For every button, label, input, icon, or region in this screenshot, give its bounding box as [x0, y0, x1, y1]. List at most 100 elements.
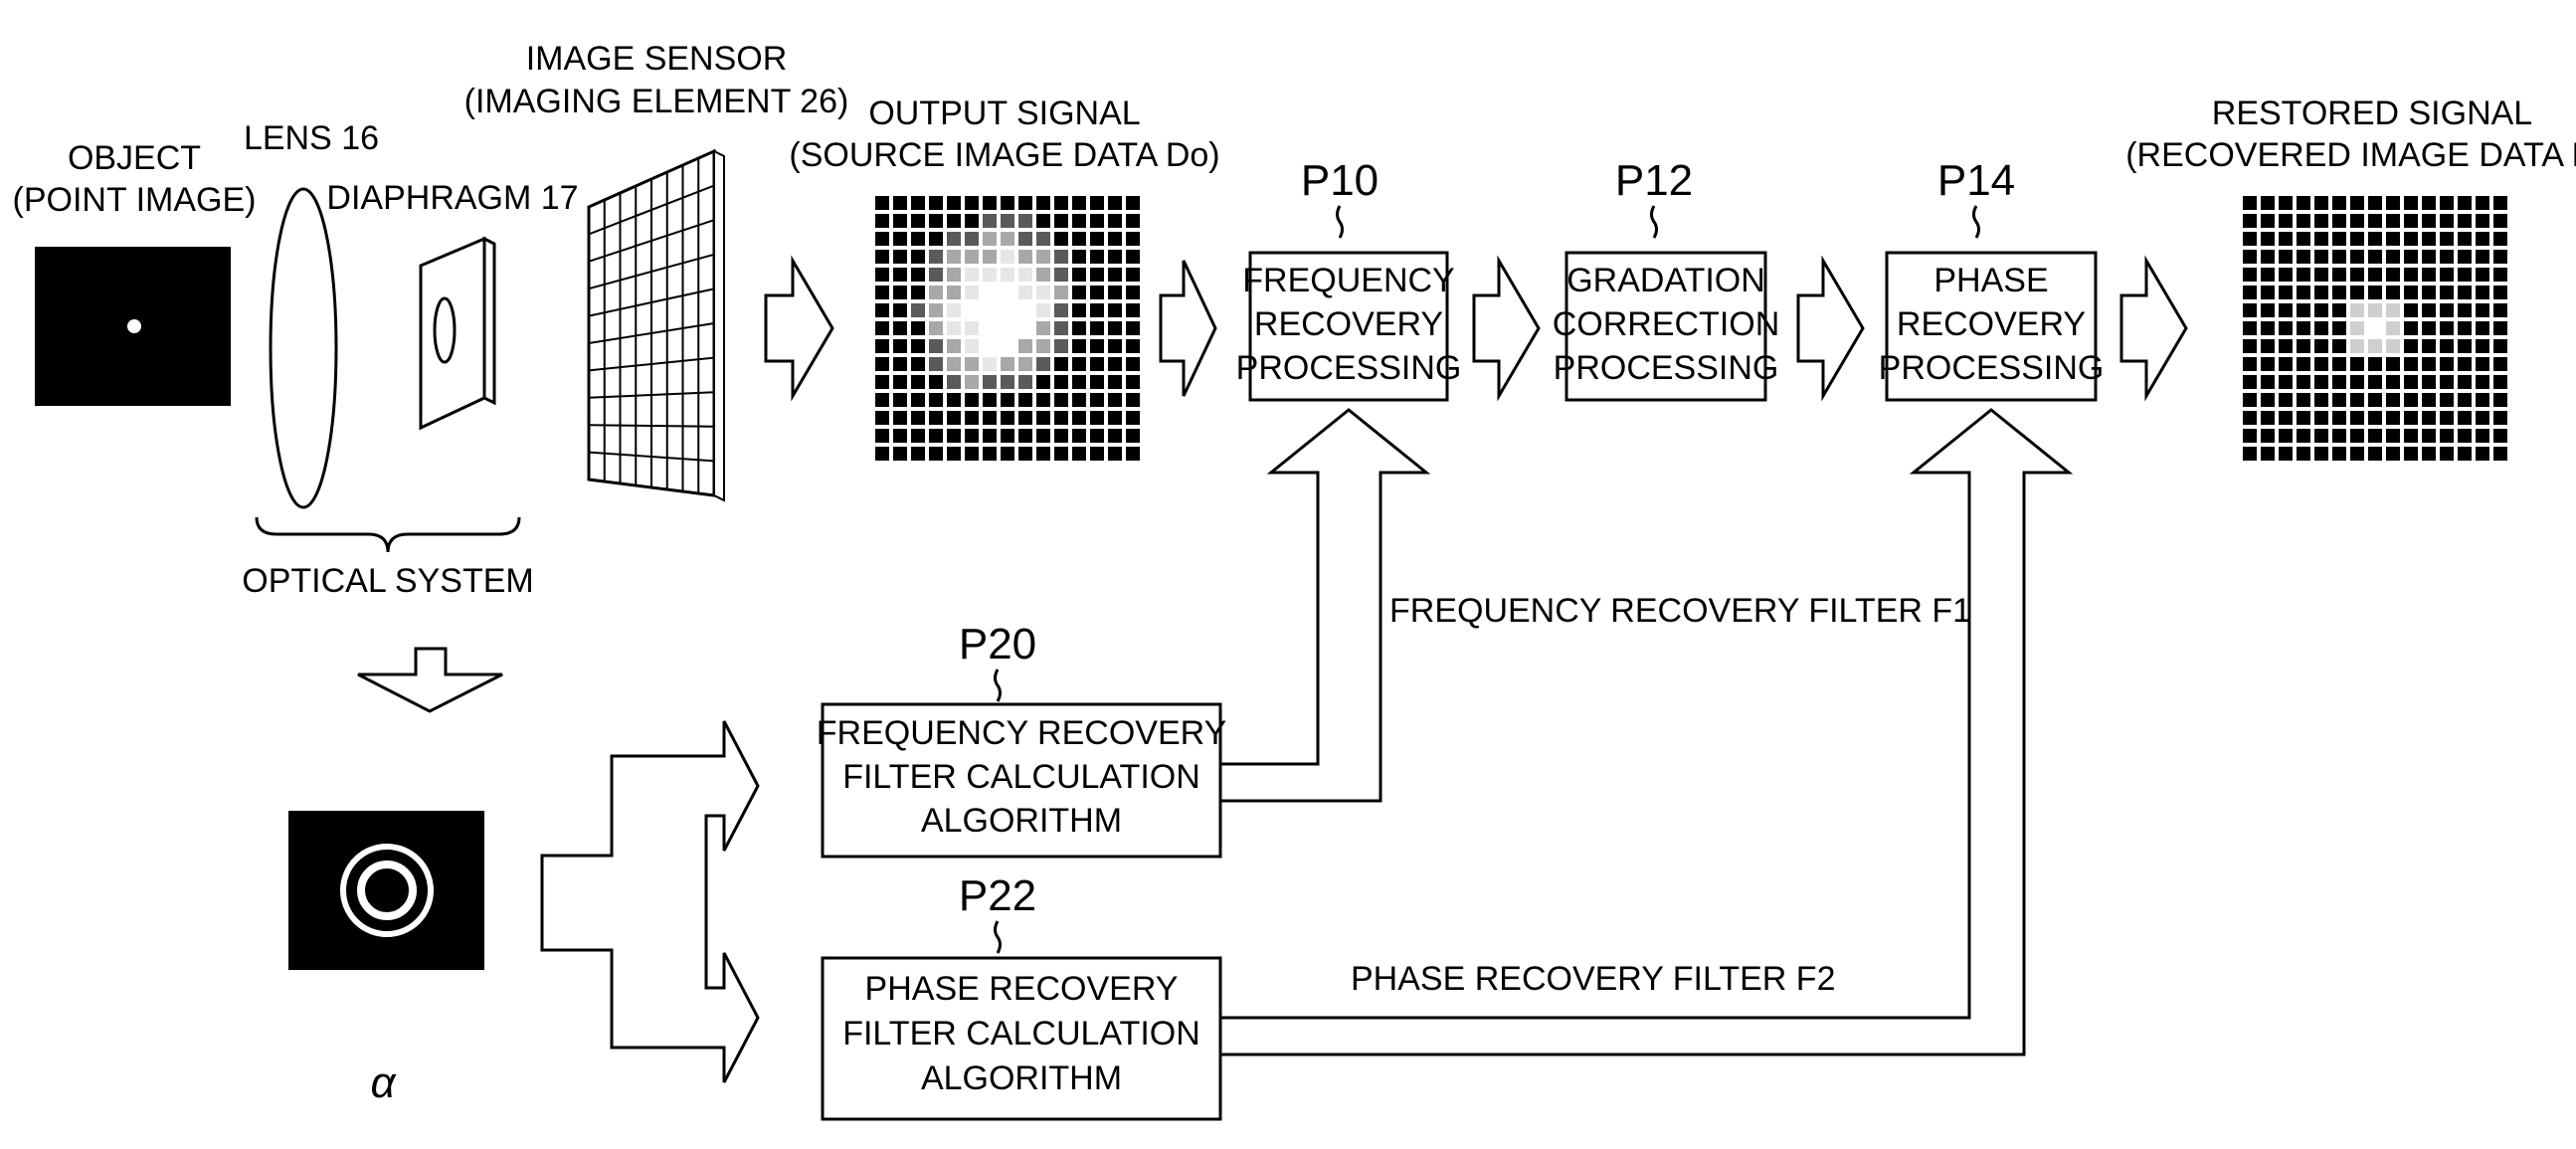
output-pixel — [1108, 232, 1122, 246]
output-pixel — [1108, 411, 1122, 425]
restored-pixel — [2476, 250, 2489, 264]
output-pixel — [893, 447, 907, 461]
output-pixel — [911, 429, 925, 443]
restored-pixel — [2476, 357, 2489, 371]
restored-pixel — [2368, 214, 2382, 228]
output-pixel — [1108, 447, 1122, 461]
restored-pixel — [2386, 357, 2400, 371]
output-pixel — [1018, 286, 1032, 299]
output-pixel — [875, 196, 889, 210]
output-pixel — [875, 214, 889, 228]
restored-pixel — [2476, 429, 2489, 443]
output-pixel — [965, 250, 979, 264]
restored-pixel — [2404, 232, 2418, 246]
restored-pixel — [2279, 393, 2293, 407]
output-pixel — [1072, 196, 1086, 210]
output-pixel — [1018, 447, 1032, 461]
restored-pixel — [2350, 357, 2364, 371]
restored-pixel — [2243, 196, 2257, 210]
output-pixel — [947, 375, 961, 389]
restored-pixel — [2261, 214, 2275, 228]
output-pixel — [1001, 214, 1014, 228]
restored-pixel — [2314, 286, 2328, 299]
psf-alpha-label: α — [370, 1058, 397, 1107]
p22-leader — [996, 921, 1001, 953]
restored-signal-title-line2: (RECOVERED IMAGE DATA Dr) — [2125, 136, 2576, 174]
restored-pixel — [2440, 339, 2454, 353]
output-pixel — [911, 393, 925, 407]
output-pixel — [965, 357, 979, 371]
output-pixel — [1054, 357, 1068, 371]
output-pixel — [1108, 339, 1122, 353]
restored-pixel — [2476, 375, 2489, 389]
restored-pixel — [2350, 250, 2364, 264]
arrow-sensor-to-output — [766, 261, 832, 396]
restored-pixel — [2279, 411, 2293, 425]
output-pixel — [947, 232, 961, 246]
output-pixel — [1090, 214, 1104, 228]
output-pixel — [1090, 357, 1104, 371]
p22-text-line2: FILTER CALCULATION — [842, 1015, 1200, 1053]
output-pixel — [947, 411, 961, 425]
restored-pixel — [2422, 196, 2436, 210]
output-pixel — [1036, 357, 1050, 371]
output-pixel — [1054, 321, 1068, 335]
output-pixel — [965, 411, 979, 425]
restored-pixel — [2368, 286, 2382, 299]
output-pixel — [911, 321, 925, 335]
output-pixel — [1018, 303, 1032, 317]
output-pixel — [965, 303, 979, 317]
output-pixel — [965, 447, 979, 461]
output-pixel — [911, 250, 925, 264]
output-signal-title-line1: OUTPUT SIGNAL — [868, 95, 1140, 132]
restored-pixel — [2386, 286, 2400, 299]
output-pixel — [1108, 303, 1122, 317]
output-pixel — [1001, 268, 1014, 282]
output-pixel — [1108, 357, 1122, 371]
output-pixel — [893, 411, 907, 425]
restored-pixel — [2243, 411, 2257, 425]
restored-pixel — [2297, 250, 2310, 264]
output-pixel — [1054, 268, 1068, 282]
output-pixel — [1001, 232, 1014, 246]
restored-pixel — [2404, 447, 2418, 461]
output-pixel — [893, 196, 907, 210]
restored-pixel — [2386, 393, 2400, 407]
restored-pixel — [2422, 286, 2436, 299]
output-pixel — [1054, 214, 1068, 228]
output-pixel — [875, 339, 889, 353]
output-pixel — [911, 196, 925, 210]
restored-pixel — [2297, 357, 2310, 371]
output-pixel — [911, 357, 925, 371]
output-pixel — [875, 250, 889, 264]
restored-pixel — [2422, 339, 2436, 353]
sensor-edge — [714, 151, 724, 500]
output-pixel — [893, 268, 907, 282]
restored-pixel — [2476, 303, 2489, 317]
output-pixel — [983, 286, 997, 299]
output-pixel — [929, 250, 943, 264]
output-pixel — [893, 303, 907, 317]
restored-pixel — [2350, 303, 2364, 317]
restored-pixel — [2368, 393, 2382, 407]
restored-pixel — [2332, 357, 2346, 371]
restored-pixel — [2404, 375, 2418, 389]
restored-pixel — [2493, 286, 2507, 299]
restored-pixel — [2261, 321, 2275, 335]
output-pixel — [911, 375, 925, 389]
restored-pixel — [2476, 286, 2489, 299]
output-pixel — [947, 303, 961, 317]
restored-pixel — [2440, 411, 2454, 425]
output-pixel — [893, 321, 907, 335]
p10-text-line1: FREQUENCY — [1242, 262, 1454, 299]
restored-pixel — [2297, 268, 2310, 282]
restored-pixel — [2440, 375, 2454, 389]
restored-pixel — [2476, 339, 2489, 353]
output-pixel — [1072, 232, 1086, 246]
output-pixel — [1090, 268, 1104, 282]
restored-pixel — [2368, 411, 2382, 425]
restored-pixel — [2350, 447, 2364, 461]
restored-pixel — [2243, 321, 2257, 335]
p14-leader — [1974, 206, 1979, 238]
restored-pixel — [2458, 429, 2472, 443]
